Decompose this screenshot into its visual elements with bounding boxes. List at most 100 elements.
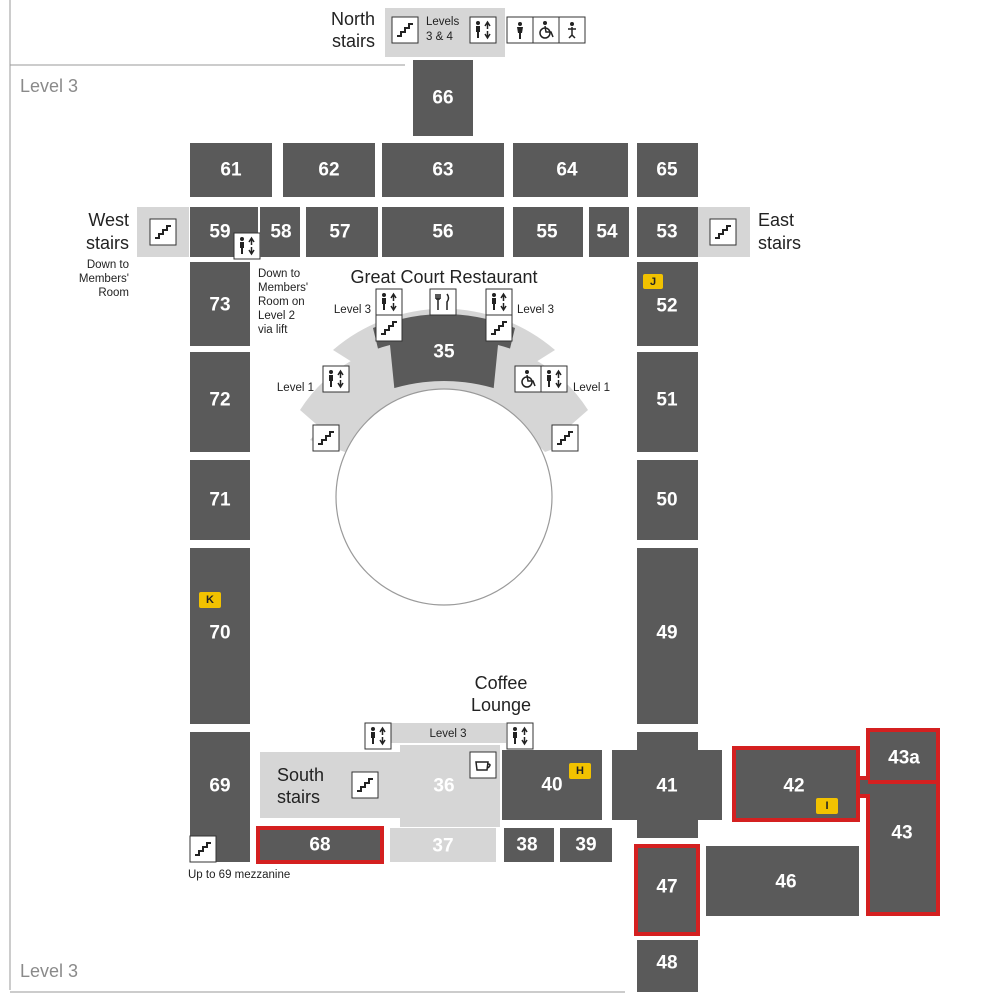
lift-icon[interactable] [469,16,497,44]
room-72-label: 72 [209,390,230,411]
coffee-label-1: Coffee [475,673,528,693]
room-39[interactable] [560,828,612,862]
room-62[interactable] [283,143,375,197]
stairs-icon[interactable] [312,424,340,452]
west-note-1: Down to [87,259,129,271]
restaurant-level3-right: Level 3 [517,304,554,316]
badge-j-label: J [650,276,656,288]
room-70[interactable] [190,548,250,724]
room-48[interactable] [637,940,698,992]
baby-change-icon[interactable] [558,16,586,44]
room-51[interactable] [637,352,698,452]
lift-note-1: Down to [258,268,300,280]
restaurant-icon[interactable] [429,288,457,316]
room-55-label: 55 [536,222,558,243]
lift-icon[interactable] [540,365,568,393]
coffee-label-2: Lounge [471,695,531,715]
room-64-label: 64 [556,160,578,181]
room-65-label: 65 [656,160,678,181]
stairs-icon[interactable] [709,218,737,246]
level-label-bottom: Level 3 [20,961,78,981]
room-41-label: 41 [656,776,678,797]
room-38[interactable] [504,828,554,862]
room-55[interactable] [513,207,583,257]
room-41[interactable] [612,732,722,838]
west-note-3: Room [98,287,129,299]
east-stairs-label-1: East [758,210,794,230]
restaurant-level3-left: Level 3 [334,304,371,316]
stairs-icon[interactable] [189,835,217,863]
room-37[interactable] [390,828,496,862]
toilet-icon[interactable] [506,16,534,44]
south-stairs-label-1: South [277,765,324,785]
room-66[interactable] [413,60,473,136]
stairs-icon[interactable] [149,218,177,246]
lift-note-2: Members' [258,282,308,294]
room-46[interactable] [706,846,859,916]
east-stairs-label-2: stairs [758,233,801,253]
room-65[interactable] [637,143,698,197]
room-56[interactable] [382,207,504,257]
lift-icon[interactable] [322,365,350,393]
room-35-label: 35 [433,342,455,363]
south-stairs-area[interactable] [260,752,402,818]
room-43-43a[interactable] [858,730,938,914]
room-64[interactable] [513,143,628,197]
lift-note-4: Level 2 [258,310,295,322]
room-72[interactable] [190,352,250,452]
room-66-label: 66 [432,88,453,109]
lift-icon[interactable] [364,722,392,750]
restaurant-level1-right: Level 1 [573,382,610,394]
south-stairs-label-2: stairs [277,787,320,807]
stairs-icon[interactable] [551,424,579,452]
room-46-label: 46 [775,872,796,893]
lift-icon[interactable] [485,288,513,316]
room-68-label: 68 [309,835,330,856]
room-35[interactable] [373,314,515,390]
room-73[interactable] [190,262,250,346]
lift-note-3: Room on [258,296,305,308]
room-47-label: 47 [656,877,677,898]
room-43-label: 43 [891,823,912,844]
west-stairs-label-2: stairs [86,233,129,253]
accessible-icon[interactable] [532,16,560,44]
reading-room-circle [335,388,553,606]
room-49-label: 49 [656,623,677,644]
room-57-label: 57 [329,222,350,243]
room-50[interactable] [637,460,698,540]
room-36-label: 36 [433,776,454,797]
room-59-label: 59 [209,222,230,243]
room-49[interactable] [637,548,698,724]
lift-note-5: via lift [258,324,288,336]
room-62-label: 62 [318,160,339,181]
lift-icon[interactable] [233,232,261,260]
room-40[interactable] [502,750,602,820]
restaurant-level1-left: Level 1 [277,382,314,394]
stairs-icon[interactable] [375,314,403,342]
accessible-icon[interactable] [514,365,542,393]
room-58[interactable] [260,207,300,257]
stairs-icon[interactable] [391,16,419,44]
room-54-label: 54 [596,222,618,243]
room-61[interactable] [190,143,272,197]
room-47[interactable] [636,846,698,934]
room-68[interactable] [258,828,382,862]
room-42-label: 42 [783,776,804,797]
room-53[interactable] [637,207,698,257]
room-57[interactable] [306,207,378,257]
room-63[interactable] [382,143,504,197]
room-53-label: 53 [656,222,677,243]
lift-icon[interactable] [506,722,534,750]
stairs-icon[interactable] [485,314,513,342]
room-70-label: 70 [209,623,230,644]
badge-i-label: I [825,800,828,812]
room-54[interactable] [589,207,629,257]
stairs-icon[interactable] [351,771,379,799]
restaurant-ring-left [300,345,395,445]
level-label-top: Level 3 [20,76,78,96]
room-37-label: 37 [432,836,453,857]
cafe-icon[interactable] [469,751,497,779]
room-71[interactable] [190,460,250,540]
lift-icon[interactable] [375,288,403,316]
room-51-label: 51 [656,390,678,411]
